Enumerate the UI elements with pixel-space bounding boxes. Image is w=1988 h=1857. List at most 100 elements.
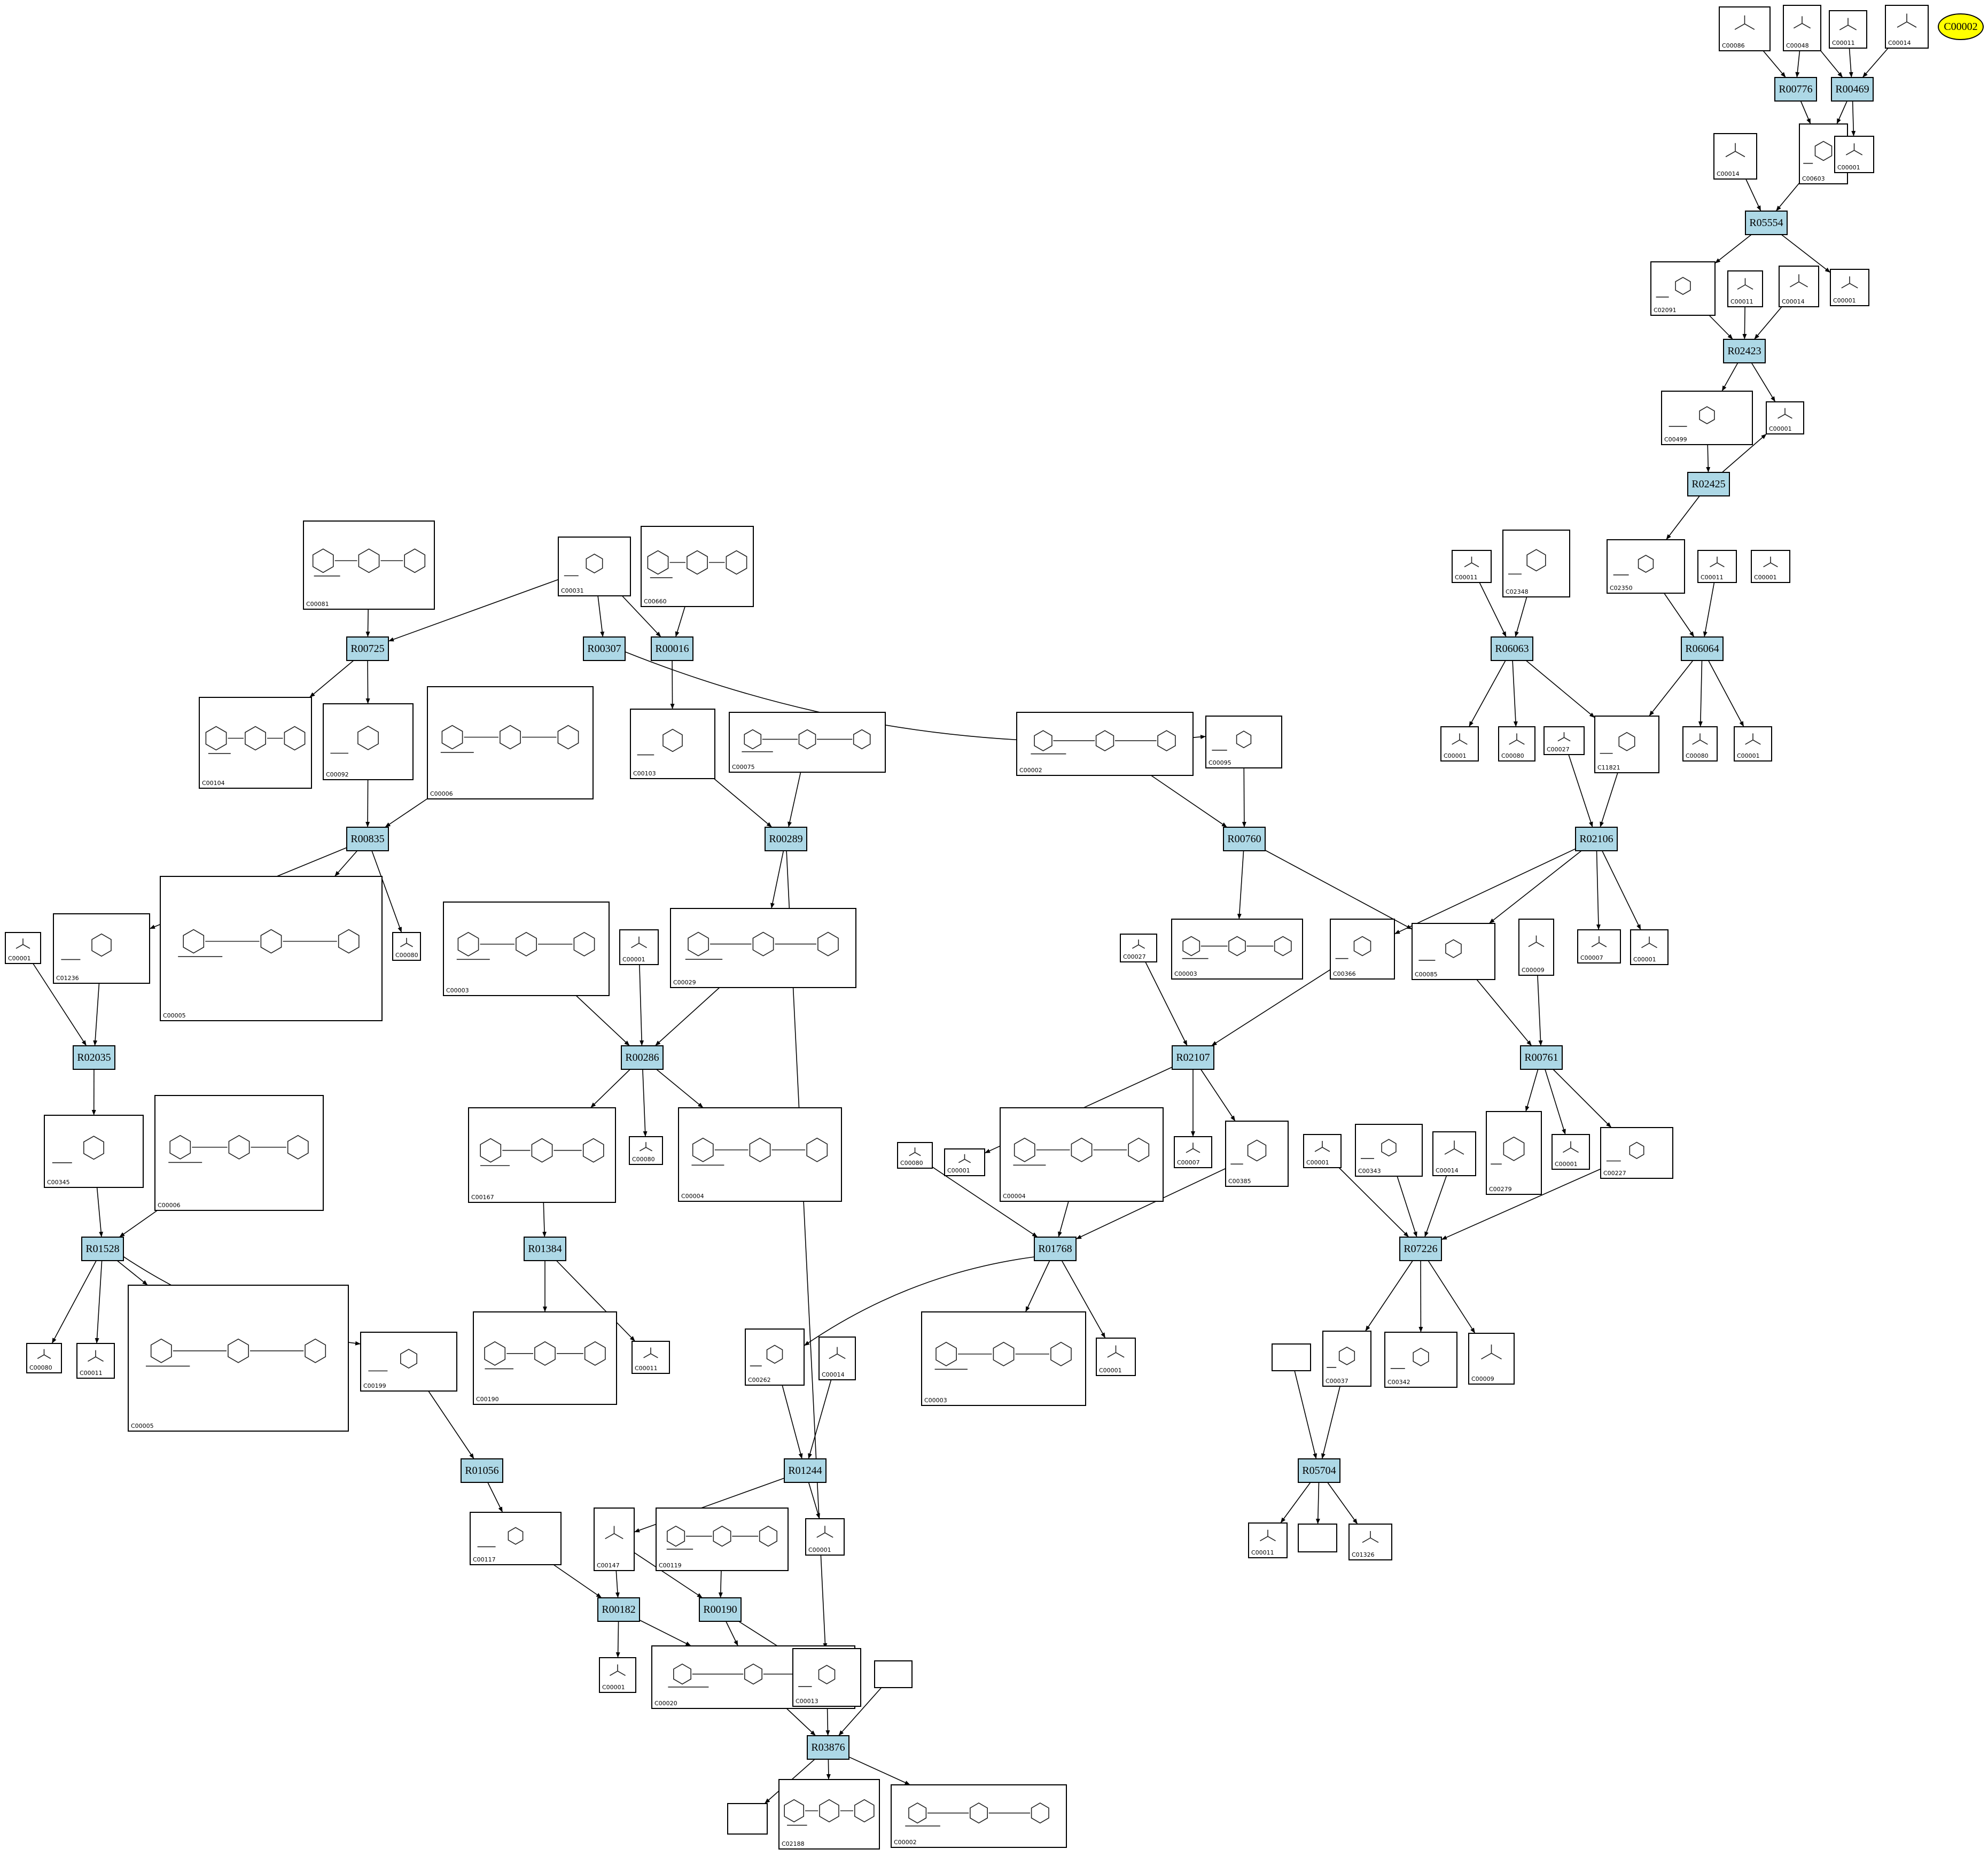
compound-n26[interactable]: C00031 — [558, 537, 631, 596]
reaction-R05554[interactable]: R05554 — [1745, 211, 1788, 235]
compound-n58[interactable]: C00385 — [1225, 1121, 1289, 1187]
compound-n15[interactable]: C02348 — [1502, 530, 1570, 597]
compound-n64[interactable]: C00227 — [1600, 1127, 1673, 1179]
compound-n38[interactable]: C00080 — [392, 932, 421, 961]
reaction-R00835[interactable]: R00835 — [346, 827, 389, 851]
compound-n85[interactable]: C01326 — [1348, 1524, 1392, 1560]
compound-n34[interactable]: C00095 — [1205, 716, 1282, 768]
compound-n90[interactable] — [727, 1803, 768, 1835]
compound-n56[interactable]: C00004 — [1000, 1107, 1164, 1202]
reaction-R01056[interactable]: R01056 — [461, 1458, 503, 1483]
reaction-R00286[interactable]: R00286 — [621, 1045, 664, 1070]
compound-n48[interactable]: C00001 — [1630, 929, 1669, 965]
compound-n40[interactable]: C00001 — [619, 929, 659, 965]
compound-n24[interactable]: C00001 — [1734, 726, 1772, 762]
compound-n23[interactable]: C00080 — [1682, 726, 1718, 762]
compound-n49[interactable]: C00345 — [44, 1115, 144, 1188]
compound-n41[interactable]: C00029 — [670, 908, 856, 988]
reaction-R02107[interactable]: R02107 — [1172, 1045, 1214, 1070]
compound-n22[interactable]: C11821 — [1594, 716, 1659, 773]
compound-n75[interactable] — [1272, 1343, 1311, 1371]
compound-n71[interactable]: C00262 — [745, 1328, 805, 1386]
compound-n33[interactable]: C00002 — [1016, 712, 1194, 776]
compound-n54[interactable]: C00080 — [897, 1142, 933, 1169]
reaction-R00469[interactable]: R00469 — [1831, 77, 1874, 102]
compound-n25[interactable]: C00081 — [303, 520, 435, 610]
compound-n19[interactable]: C00001 — [1440, 726, 1479, 762]
reaction-R06063[interactable]: R06063 — [1491, 636, 1533, 661]
compound-n20[interactable]: C00080 — [1498, 726, 1535, 762]
compound-n82[interactable]: C00001 — [805, 1518, 845, 1556]
compound-n77[interactable]: C00342 — [1384, 1332, 1457, 1388]
compound-n83[interactable]: C00011 — [1248, 1522, 1288, 1558]
reaction-R02425[interactable]: R02425 — [1687, 472, 1730, 496]
compound-n36[interactable]: C01236 — [53, 913, 150, 984]
compound-n67[interactable]: C00005 — [128, 1285, 349, 1432]
compound-n70[interactable]: C00011 — [632, 1341, 670, 1374]
compound-n50[interactable]: C00006 — [154, 1095, 324, 1211]
compound-n84[interactable] — [1298, 1524, 1337, 1552]
compound-n28[interactable]: C00104 — [199, 697, 312, 789]
compound-n43[interactable]: C00027 — [1120, 934, 1157, 962]
reaction-R00760[interactable]: R00760 — [1223, 827, 1266, 851]
compound-n46[interactable]: C00009 — [1518, 919, 1554, 976]
compound-n10[interactable]: C00014 — [1779, 266, 1819, 307]
compound-n18[interactable]: C00001 — [1751, 550, 1790, 583]
compound-n63[interactable]: C00001 — [1552, 1134, 1590, 1170]
compound-n89[interactable] — [874, 1660, 913, 1688]
compound-n62[interactable]: C00279 — [1486, 1111, 1542, 1195]
compound-n35[interactable]: C00001 — [5, 932, 41, 964]
compound-n65[interactable]: C00080 — [26, 1343, 62, 1373]
compound-n44[interactable]: C00366 — [1330, 919, 1395, 980]
compound-n8[interactable]: C02091 — [1650, 261, 1716, 316]
compound-n53[interactable]: C00004 — [678, 1107, 842, 1202]
compound-n29[interactable]: C00092 — [323, 703, 414, 780]
reaction-R05704[interactable]: R05704 — [1298, 1458, 1340, 1483]
compound-n13[interactable]: C00001 — [1766, 401, 1804, 434]
compound-n47[interactable]: C00007 — [1577, 929, 1621, 964]
compound-n69[interactable]: C00190 — [473, 1311, 617, 1405]
compound-n2[interactable]: C00048 — [1783, 5, 1821, 51]
compound-n3[interactable]: C00011 — [1829, 10, 1867, 49]
reaction-R00725[interactable]: R00725 — [346, 636, 389, 661]
compound-n45[interactable]: C00085 — [1412, 923, 1495, 980]
compound-n31[interactable]: C00103 — [630, 709, 715, 779]
reaction-R00289[interactable]: R00289 — [765, 827, 807, 851]
reaction-R00190[interactable]: R00190 — [699, 1597, 742, 1622]
reaction-R02106[interactable]: R02106 — [1575, 827, 1618, 851]
compound-n7[interactable]: C00014 — [1713, 133, 1757, 180]
compound-n57[interactable]: C00007 — [1174, 1136, 1212, 1168]
compound-n16[interactable]: C02350 — [1607, 539, 1685, 594]
compound-n81[interactable]: C00119 — [656, 1508, 789, 1571]
compound-n11[interactable]: C00001 — [1830, 269, 1869, 306]
compound-n61[interactable]: C00014 — [1432, 1131, 1476, 1176]
compound-n17[interactable]: C00011 — [1697, 550, 1737, 583]
compound-n59[interactable]: C00001 — [1303, 1134, 1342, 1168]
reaction-R00182[interactable]: R00182 — [597, 1597, 640, 1622]
reaction-R07226[interactable]: R07226 — [1399, 1237, 1442, 1261]
compound-n76[interactable]: C00037 — [1322, 1331, 1371, 1387]
reaction-R01384[interactable]: R01384 — [524, 1237, 566, 1261]
compound-n86[interactable]: C00001 — [599, 1657, 636, 1693]
reaction-R02035[interactable]: R02035 — [73, 1045, 115, 1070]
compound-n55[interactable]: C00001 — [944, 1148, 985, 1176]
compound-n92[interactable]: C00002 — [891, 1784, 1067, 1848]
compound-n51[interactable]: C00167 — [468, 1107, 616, 1203]
reaction-R00761[interactable]: R00761 — [1520, 1045, 1563, 1070]
reaction-R00016[interactable]: R00016 — [651, 636, 693, 661]
compound-n78[interactable]: C00009 — [1468, 1333, 1515, 1385]
reaction-R01244[interactable]: R01244 — [784, 1458, 827, 1483]
compound-n14[interactable]: C00011 — [1452, 550, 1492, 583]
compound-n79[interactable]: C00117 — [470, 1512, 562, 1565]
compound-n27[interactable]: C00660 — [641, 526, 754, 607]
compound-n88[interactable]: C00013 — [792, 1648, 861, 1707]
compound-n30[interactable]: C00006 — [427, 686, 594, 799]
compound-n60[interactable]: C00343 — [1355, 1124, 1423, 1177]
reaction-R00307[interactable]: R00307 — [583, 636, 626, 661]
compound-n52[interactable]: C00080 — [629, 1136, 663, 1165]
reaction-R01528[interactable]: R01528 — [81, 1237, 124, 1261]
compound-n9[interactable]: C00011 — [1727, 270, 1763, 307]
compound-n37[interactable]: C00005 — [160, 876, 383, 1021]
compound-n1[interactable]: C00086 — [1719, 6, 1771, 51]
compound-n12[interactable]: C00499 — [1661, 391, 1753, 445]
